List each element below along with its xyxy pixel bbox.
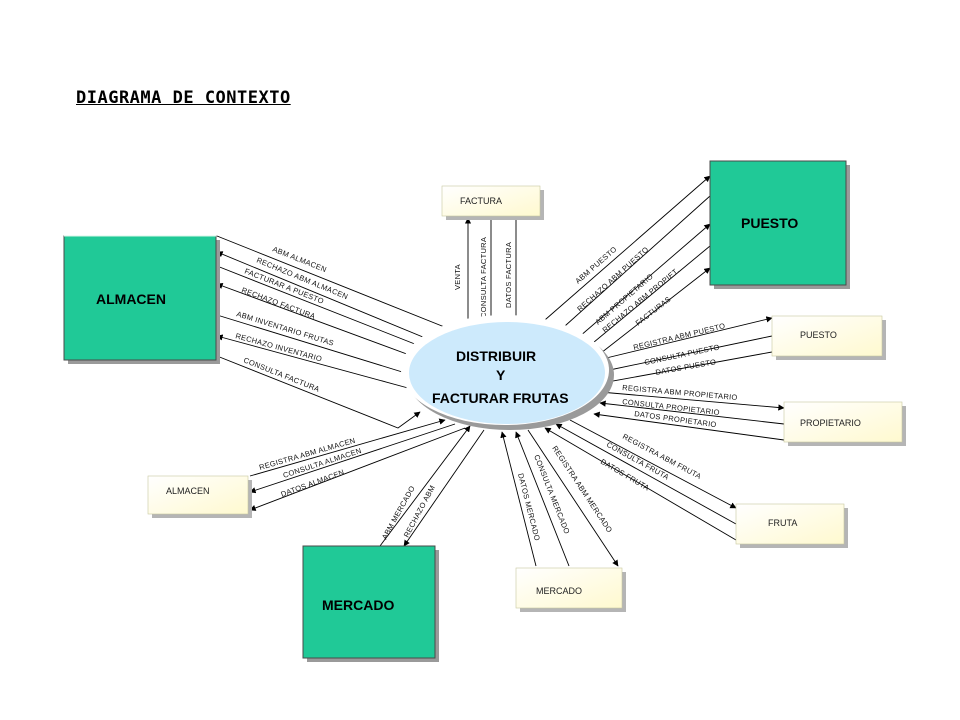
label-datos-mercado: DATOS MERCADO — [516, 472, 542, 542]
flow-datos-almacen — [249, 427, 466, 511]
entity-mercado: MERCADO — [302, 545, 439, 662]
flow-consulta-almacen — [249, 423, 456, 494]
flow-lines — [216, 175, 785, 567]
flow-abm-propietario — [571, 223, 711, 344]
flow-rechazo-abm-puesto — [555, 195, 711, 335]
store-almacen: ALMACEN — [147, 475, 252, 518]
store-puesto: PUESTO — [771, 315, 886, 360]
process-distribuir-facturar: DISTRIBUIR Y FACTURAR FRUTAS — [401, 315, 614, 430]
flow-consulta-factura-almacen — [216, 355, 421, 429]
flow-rechazo-abm-almacen — [216, 251, 436, 343]
flow-consulta-propietario — [599, 400, 785, 425]
store-mercado: MERCADO — [515, 567, 626, 612]
flow-abm-inventario — [216, 314, 413, 377]
entity-almacen-label: ALMACEN — [96, 291, 166, 307]
label-venta: VENTA — [453, 264, 462, 290]
flow-consulta-puesto — [599, 335, 773, 374]
flow-rechazo-inventario — [216, 334, 409, 389]
flow-abm-almacen — [216, 235, 453, 331]
entity-almacen: ALMACEN — [63, 235, 220, 364]
flow-consulta-fruta — [555, 423, 737, 525]
store-fruta-label: FRUTA — [768, 518, 797, 528]
flow-abm-mercado — [379, 425, 471, 547]
process-label-line3: FACTURAR FRUTAS — [432, 390, 569, 406]
store-factura: FACTURA — [441, 185, 544, 220]
label-datos-factura: DATOS FACTURA — [504, 242, 513, 308]
flow-registra-abm-propietario — [599, 391, 785, 411]
flow-consulta-mercado — [515, 431, 570, 567]
store-fruta: FRUTA — [735, 503, 848, 548]
entity-puesto-label: PUESTO — [741, 215, 798, 231]
flow-rechazo-abm-propiet — [581, 245, 711, 353]
process-label-line2: Y — [496, 367, 506, 383]
flow-registra-abm-mercado — [527, 429, 619, 567]
flow-facturas — [591, 267, 711, 361]
flow-facturar-a-puesto — [216, 265, 431, 351]
flow-datos-fruta — [544, 427, 737, 541]
flow-abm-puesto — [537, 175, 711, 327]
flow-registra-abm-almacen — [249, 418, 446, 477]
flow-registra-abm-fruta — [569, 419, 737, 509]
flow-datos-puesto — [601, 351, 773, 386]
store-almacen-label: ALMACEN — [166, 486, 210, 496]
store-mercado-label: MERCADO — [536, 586, 582, 596]
flow-datos-propietario — [593, 411, 785, 441]
process-label-line1: DISTRIBUIR — [456, 348, 536, 364]
flow-rechazo-factura — [216, 283, 424, 361]
diagram-title: DIAGRAMA DE CONTEXTO — [76, 88, 291, 108]
entity-puesto: PUESTO — [709, 160, 850, 289]
store-propietario: PROPIETARIO — [783, 401, 906, 446]
store-propietario-label: PROPIETARIO — [800, 418, 861, 428]
flow-registra-abm-puesto — [597, 316, 773, 361]
flow-datos-mercado — [500, 431, 537, 567]
entity-mercado-label: MERCADO — [322, 597, 394, 613]
flow-rechazo-abm — [403, 429, 485, 547]
store-factura-label: FACTURA — [460, 196, 502, 206]
label-consulta-factura: CONSULTA FACTURA — [479, 237, 488, 318]
store-puesto-label: PUESTO — [800, 330, 837, 340]
